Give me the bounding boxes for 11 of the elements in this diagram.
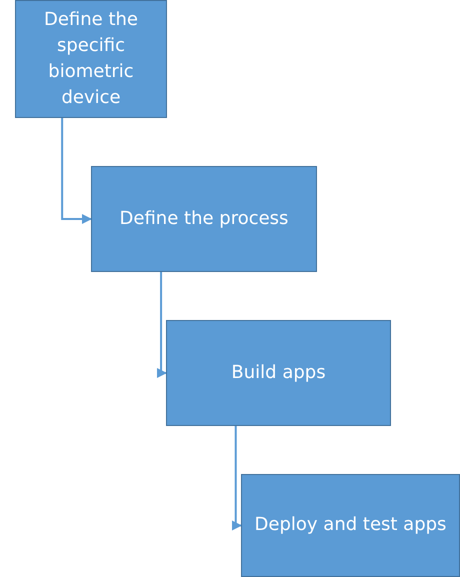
connector-arrow: [232, 426, 242, 530]
process-box: [91, 166, 317, 272]
step-label: Deploy and test apps: [254, 513, 446, 538]
step-label: Define the specific biometric device: [42, 8, 140, 110]
connector-arrow: [61, 118, 92, 224]
step-label: Build apps: [231, 360, 326, 385]
process-box: [241, 474, 460, 577]
process-box: [166, 320, 391, 426]
process-box: [15, 0, 167, 118]
step-label: Define the process: [120, 206, 288, 231]
connector-arrow: [157, 272, 167, 378]
